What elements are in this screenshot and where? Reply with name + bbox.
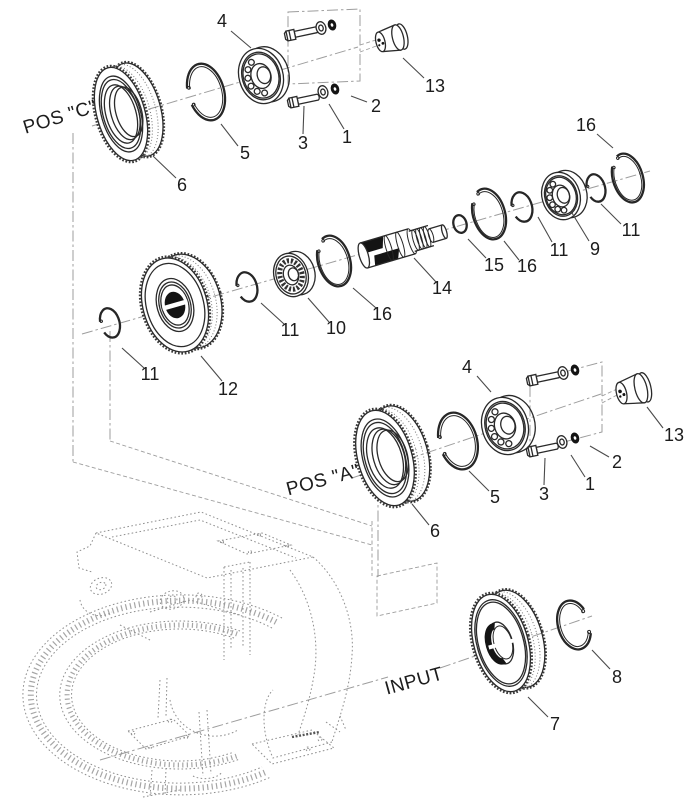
pos-c-assembly bbox=[91, 19, 409, 164]
callout-12: 12 bbox=[218, 379, 238, 399]
callout-11-right: 11 bbox=[622, 220, 641, 240]
callout-16-mid: 16 bbox=[517, 256, 537, 276]
pos-c-projection-box bbox=[287, 8, 361, 85]
washer-1-pos-a-top bbox=[557, 366, 569, 380]
ring-11-right bbox=[585, 173, 607, 203]
washer-1-pos-c-top bbox=[315, 21, 327, 35]
bearing-4-pos-c bbox=[237, 46, 290, 105]
callout-11-mid-right: 11 bbox=[550, 240, 569, 260]
pos-a-assembly bbox=[353, 364, 653, 509]
gear-6-pos-c bbox=[91, 60, 166, 164]
washer-2-pos-c-top bbox=[327, 19, 337, 31]
washer-1-pos-a bbox=[556, 435, 568, 449]
o-ring-15 bbox=[452, 214, 468, 234]
washer-1-pos-c bbox=[317, 85, 329, 99]
callout-5-pos-a: 5 bbox=[490, 487, 500, 507]
snap-ring-5-pos-a bbox=[436, 411, 480, 471]
callout-1-pos-a: 1 bbox=[585, 474, 595, 494]
callout-16-right: 16 bbox=[576, 115, 596, 135]
input-projection-plate bbox=[376, 562, 438, 617]
housing-ghost bbox=[22, 511, 353, 798]
end-cap-13-pos-c bbox=[374, 23, 409, 53]
washer-2-pos-a-top bbox=[570, 364, 580, 376]
callout-1-pos-c: 1 bbox=[342, 127, 352, 147]
callout-6-pos-c: 6 bbox=[177, 175, 187, 195]
bearing-9 bbox=[540, 169, 588, 221]
snap-ring-8 bbox=[556, 599, 592, 651]
center-shaft-assembly bbox=[98, 152, 645, 355]
leader-lines bbox=[121, 30, 664, 718]
callout-9: 9 bbox=[590, 239, 600, 259]
snap-ring-16-left bbox=[315, 234, 353, 288]
construction-lines bbox=[72, 8, 651, 761]
bearing-4-pos-a bbox=[480, 394, 536, 456]
callout-2-pos-c: 2 bbox=[371, 96, 381, 116]
bolt-pos-c-top bbox=[283, 26, 319, 42]
callout-5-pos-c: 5 bbox=[240, 143, 250, 163]
casting-mark bbox=[291, 730, 321, 739]
bolt-pos-a-top bbox=[525, 371, 561, 387]
gear-12 bbox=[138, 251, 225, 355]
snap-ring-16-right bbox=[610, 152, 645, 204]
callout-11-mid-left: 11 bbox=[281, 320, 300, 340]
callout-7: 7 bbox=[550, 714, 560, 734]
pos-a-label: POS "A" bbox=[284, 461, 362, 501]
callout-8: 8 bbox=[612, 667, 622, 687]
ring-11-left bbox=[98, 307, 122, 339]
ring-11-mid-right bbox=[510, 191, 534, 223]
callout-2-pos-a: 2 bbox=[612, 452, 622, 472]
callout-3-pos-c: 3 bbox=[298, 133, 308, 153]
callout-6-pos-a: 6 bbox=[430, 521, 440, 541]
shaft-14 bbox=[357, 224, 448, 269]
end-cap-13-pos-a bbox=[615, 372, 653, 405]
callout-11-left: 11 bbox=[141, 364, 160, 384]
snap-ring-5-pos-c bbox=[185, 62, 227, 122]
bolt-3-pos-c bbox=[286, 93, 320, 109]
callout-16-left: 16 bbox=[372, 304, 392, 324]
callout-3-pos-a: 3 bbox=[539, 484, 549, 504]
callout-15: 15 bbox=[484, 255, 504, 275]
callout-13-pos-c: 13 bbox=[425, 76, 445, 96]
input-label: INPUT bbox=[383, 663, 446, 699]
callout-13-pos-a: 13 bbox=[664, 425, 684, 445]
input-assembly bbox=[468, 588, 592, 695]
gear-6-pos-a bbox=[353, 403, 432, 509]
ring-11-mid-left bbox=[235, 271, 259, 303]
washer-2-pos-a bbox=[570, 432, 580, 444]
gear-7-input bbox=[468, 588, 547, 695]
pos-c-label: POS "C" bbox=[21, 96, 100, 138]
callout-10: 10 bbox=[326, 318, 346, 338]
callout-4-pos-c: 4 bbox=[217, 11, 227, 31]
snap-ring-16-mid bbox=[470, 187, 508, 241]
washer-2-pos-c bbox=[330, 83, 340, 95]
bearing-10 bbox=[272, 250, 316, 298]
callout-14: 14 bbox=[432, 278, 452, 298]
callout-4-pos-a: 4 bbox=[462, 357, 472, 377]
